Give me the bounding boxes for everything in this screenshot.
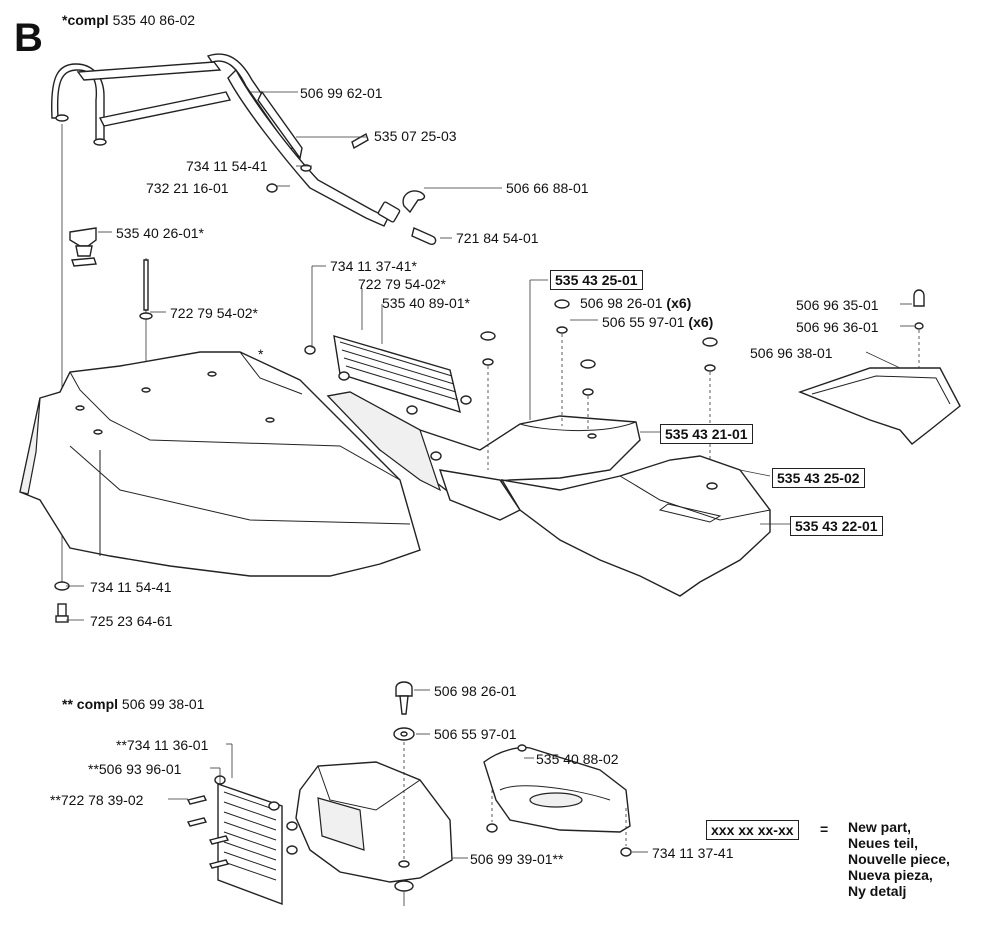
label-star: * <box>258 346 264 362</box>
label-washer-a: 734 11 54-41 <box>186 158 268 174</box>
seat-cover <box>797 289 961 445</box>
label-side-shroud: 535 43 21-01 <box>660 424 753 444</box>
fasteners-left <box>54 581 70 623</box>
label-knob: 535 40 26-01* <box>116 225 204 241</box>
label-front-panel: 535 43 22-01 <box>790 516 883 536</box>
washer-x6-number: 506 55 97-01 <box>602 314 685 330</box>
label-lower-washer-top: 506 55 97-01 <box>434 726 517 742</box>
lower-compl-prefix: ** compl <box>62 696 119 712</box>
legend-text: New part, Neues teil, Nouvelle piece, Nu… <box>848 819 950 899</box>
label-lower-screw: **722 78 39-02 <box>50 792 144 808</box>
washer-x6-qty: (x6) <box>688 314 714 330</box>
label-nut-a: 732 21 16-01 <box>146 180 229 196</box>
legend-code: xxx xx xx-xx <box>706 820 799 840</box>
label-washer-b: 734 11 37-41* <box>330 258 417 274</box>
rod-part <box>139 259 153 320</box>
label-lower-grille: **506 93 96-01 <box>88 761 182 777</box>
label-washer-r: 506 96 36-01 <box>796 319 879 335</box>
screw-x6-number: 506 98 26-01 <box>580 295 663 311</box>
compl-prefix: *compl <box>62 12 109 28</box>
label-rod-b: 722 79 54-02* <box>358 276 446 292</box>
label-front-shroud: 535 43 25-02 <box>772 468 865 488</box>
label-washer-x6: 506 55 97-01 (x6) <box>602 314 713 330</box>
compl-number: 535 40 86-02 <box>112 12 196 28</box>
knob-part <box>69 227 97 267</box>
lower-tray <box>483 744 632 857</box>
lower-grille <box>186 775 298 906</box>
label-lower-nut: **734 11 36-01 <box>116 737 209 753</box>
lower-compl-header: ** compl 506 99 38-01 <box>62 696 204 712</box>
legend-line: Nueva pieza, <box>848 867 933 883</box>
label-lower-screw-top: 506 98 26-01 <box>434 683 517 699</box>
label-washer-c: 734 11 54-41 <box>90 579 172 595</box>
label-lower-cover: 506 99 39-01** <box>470 851 564 867</box>
screw-x6-qty: (x6) <box>666 295 692 311</box>
label-rod: 722 79 54-02* <box>170 305 258 321</box>
lower-compl-number: 506 99 38-01 <box>121 696 205 712</box>
handle-hardware <box>266 132 437 246</box>
lower-screw-stack <box>393 681 415 906</box>
legend-line: New part, <box>848 819 912 835</box>
grille-part <box>304 335 472 415</box>
legend-line: Neues teil, <box>848 835 919 851</box>
label-lower-tray: 535 40 88-02 <box>536 751 619 767</box>
front-panel <box>438 455 771 597</box>
lower-leaders <box>168 689 648 859</box>
legend-equals: = <box>820 821 829 837</box>
handle-bar <box>51 53 401 227</box>
legend-line: Nouvelle piece, <box>848 851 950 867</box>
leader-lines <box>66 91 914 621</box>
side-shroud <box>326 299 718 495</box>
main-body-shroud <box>19 351 421 577</box>
compl-header: *compl 535 40 86-02 <box>62 12 195 28</box>
label-rear-shroud: 535 43 25-01 <box>550 270 643 290</box>
label-bolt-r: 506 96 35-01 <box>796 297 879 313</box>
label-screw-x6: 506 98 26-01 (x6) <box>580 295 691 311</box>
legend-line: Ny detalj <box>848 883 907 899</box>
label-grille: 535 40 89-01* <box>382 295 470 311</box>
label-pin: 721 84 54-01 <box>456 230 539 246</box>
label-seat-cover: 506 96 38-01 <box>750 345 833 361</box>
section-letter: B <box>14 16 43 60</box>
label-clip: 506 66 88-01 <box>506 180 589 196</box>
lower-cover <box>295 761 453 883</box>
label-lower-washer-tray: 734 11 37-41 <box>652 845 734 861</box>
label-handle: 506 99 62-01 <box>300 85 383 101</box>
label-bolt-c: 725 23 64-61 <box>90 613 173 629</box>
label-bolt-top: 535 07 25-03 <box>374 128 457 144</box>
